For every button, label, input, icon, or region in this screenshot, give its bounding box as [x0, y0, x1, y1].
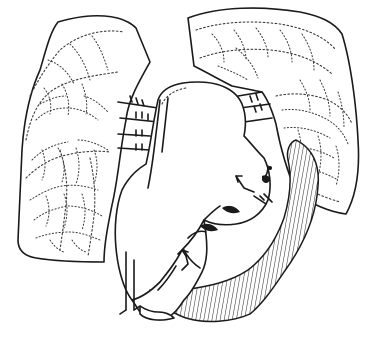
valve-dot — [268, 166, 272, 170]
